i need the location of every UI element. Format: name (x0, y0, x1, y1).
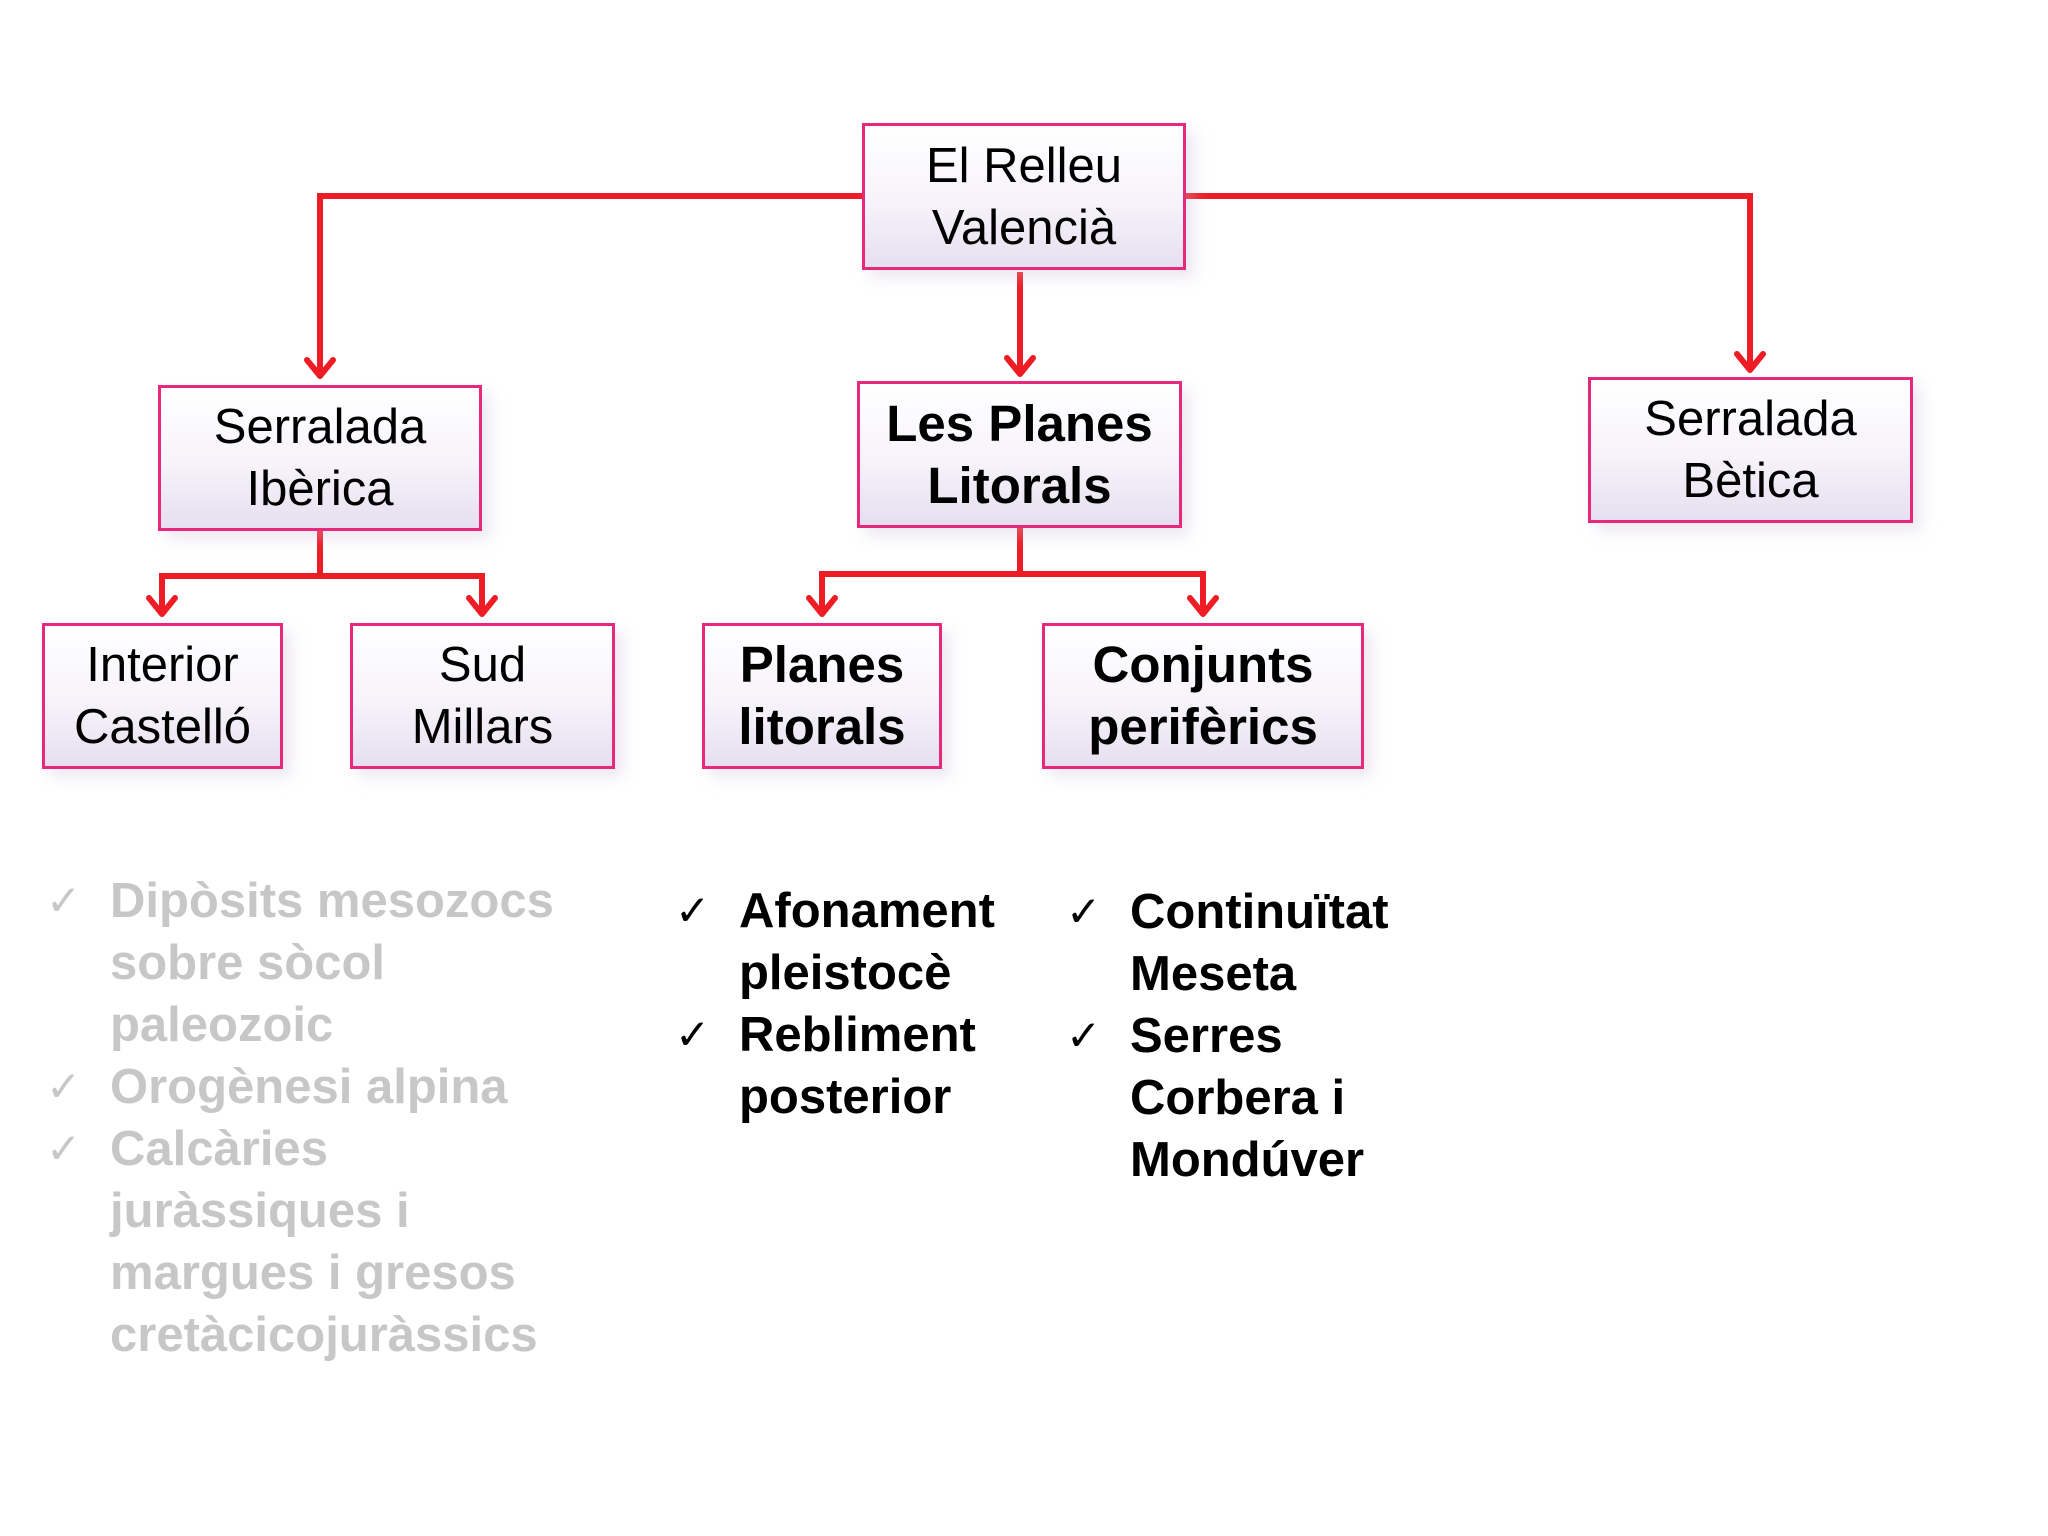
checkmark-icon: ✓ (675, 886, 711, 935)
node-label-line: Litorals (927, 456, 1112, 514)
node-label-line: Bètica (1682, 454, 1819, 508)
bullet-line: Rebliment (739, 1008, 976, 1062)
connector-iberica-branches (159, 573, 485, 612)
arrowhead-planes-litorals (806, 595, 838, 617)
bullet-line: sobre sòcol (110, 936, 386, 990)
node-label-line: El Relleu (925, 138, 1123, 193)
node-label-line: Millars (411, 700, 554, 754)
bullet-line: pleistocè (739, 946, 952, 1000)
bullet-list-planes-litorals: ✓ Afonament pleistocè ✓ Rebliment poster… (675, 880, 1055, 1128)
connector-root-to-betica (1186, 193, 1753, 368)
arrowhead-interior (146, 595, 178, 617)
node-label-line: Serralada (213, 400, 427, 454)
bullet-item: ✓ Rebliment posterior (675, 1004, 1055, 1128)
node-label-line: Ibèrica (246, 462, 394, 516)
node-label-line: perifèrics (1088, 698, 1318, 755)
bullet-list-iberica: ✓ Dipòsits mesozocs sobre sòcol paleozoi… (46, 870, 606, 1366)
bullet-item: ✓ Serres Corbera i Mondúver (1066, 1005, 1496, 1191)
node-label-line: Valencià (931, 200, 1117, 255)
node-label-line: Castelló (73, 700, 252, 754)
checkmark-icon: ✓ (1066, 1011, 1102, 1060)
bullet-item: ✓ Continuïtat Meseta (1066, 881, 1496, 1005)
bullet-line: Mondúver (1130, 1133, 1365, 1187)
node-el-relleu-valencia: El Relleu Valencià (862, 123, 1186, 270)
bullet-line: cretàcicojuràssics (110, 1308, 538, 1362)
bullet-item: ✓ Dipòsits mesozocs sobre sòcol paleozoi… (46, 870, 606, 1056)
bullet-line: Orogènesi alpina (110, 1060, 508, 1114)
node-serralada-iberica: Serralada Ibèrica (158, 385, 482, 531)
node-sud-millars: Sud Millars (350, 623, 615, 769)
node-serralada-betica: Serralada Bètica (1588, 377, 1913, 523)
bullet-line: posterior (739, 1070, 952, 1124)
node-label-line: Conjunts (1092, 636, 1314, 693)
checkmark-icon: ✓ (46, 876, 82, 925)
bullet-item: ✓ Orogènesi alpina (46, 1056, 606, 1118)
node-label-line: Serralada (1644, 392, 1857, 446)
bullet-line: paleozoic (110, 998, 334, 1052)
bullet-line: Meseta (1130, 947, 1297, 1001)
node-label-line: Les Planes (886, 394, 1153, 452)
node-interior-castello: Interior Castelló (42, 623, 283, 769)
node-label-line: Interior (86, 638, 239, 692)
checkmark-icon: ✓ (1066, 887, 1102, 936)
connector-root-to-iberica (317, 193, 862, 374)
bullet-line: Corbera i (1130, 1071, 1346, 1125)
bullet-line: Serres (1130, 1009, 1283, 1063)
bullet-line: Dipòsits mesozocs (110, 874, 554, 928)
node-les-planes-litorals: Les Planes Litorals (857, 381, 1182, 528)
arrowhead-sud (466, 595, 498, 617)
bullet-line: margues i gresos (110, 1246, 516, 1300)
bullet-line: Calcàries (110, 1122, 328, 1176)
node-conjunts-perifercis: Conjunts perifèrics (1042, 623, 1364, 769)
node-label-line: litorals (738, 698, 906, 755)
bullet-line: juràssiques i (110, 1184, 410, 1238)
bullet-item: ✓ Calcàries juràssiques i margues i gres… (46, 1118, 606, 1366)
node-planes-litorals: Planes litorals (702, 623, 942, 769)
bullet-list-conjunts: ✓ Continuïtat Meseta ✓ Serres Corbera i … (1066, 881, 1496, 1191)
arrowhead-planes (1004, 355, 1036, 377)
node-label-line: Planes (739, 636, 905, 693)
bullet-line: Continuïtat (1130, 885, 1389, 939)
checkmark-icon: ✓ (46, 1124, 82, 1173)
bullet-item: ✓ Afonament pleistocè (675, 880, 1055, 1004)
arrowhead-betica (1734, 351, 1766, 373)
checkmark-icon: ✓ (46, 1062, 82, 1111)
bullet-line: Afonament (739, 884, 995, 938)
node-label-line: Sud (438, 638, 527, 692)
arrowhead-iberica (304, 357, 336, 379)
arrowhead-conjunts (1187, 595, 1219, 617)
connector-planes-branches (819, 571, 1206, 612)
checkmark-icon: ✓ (675, 1010, 711, 1059)
